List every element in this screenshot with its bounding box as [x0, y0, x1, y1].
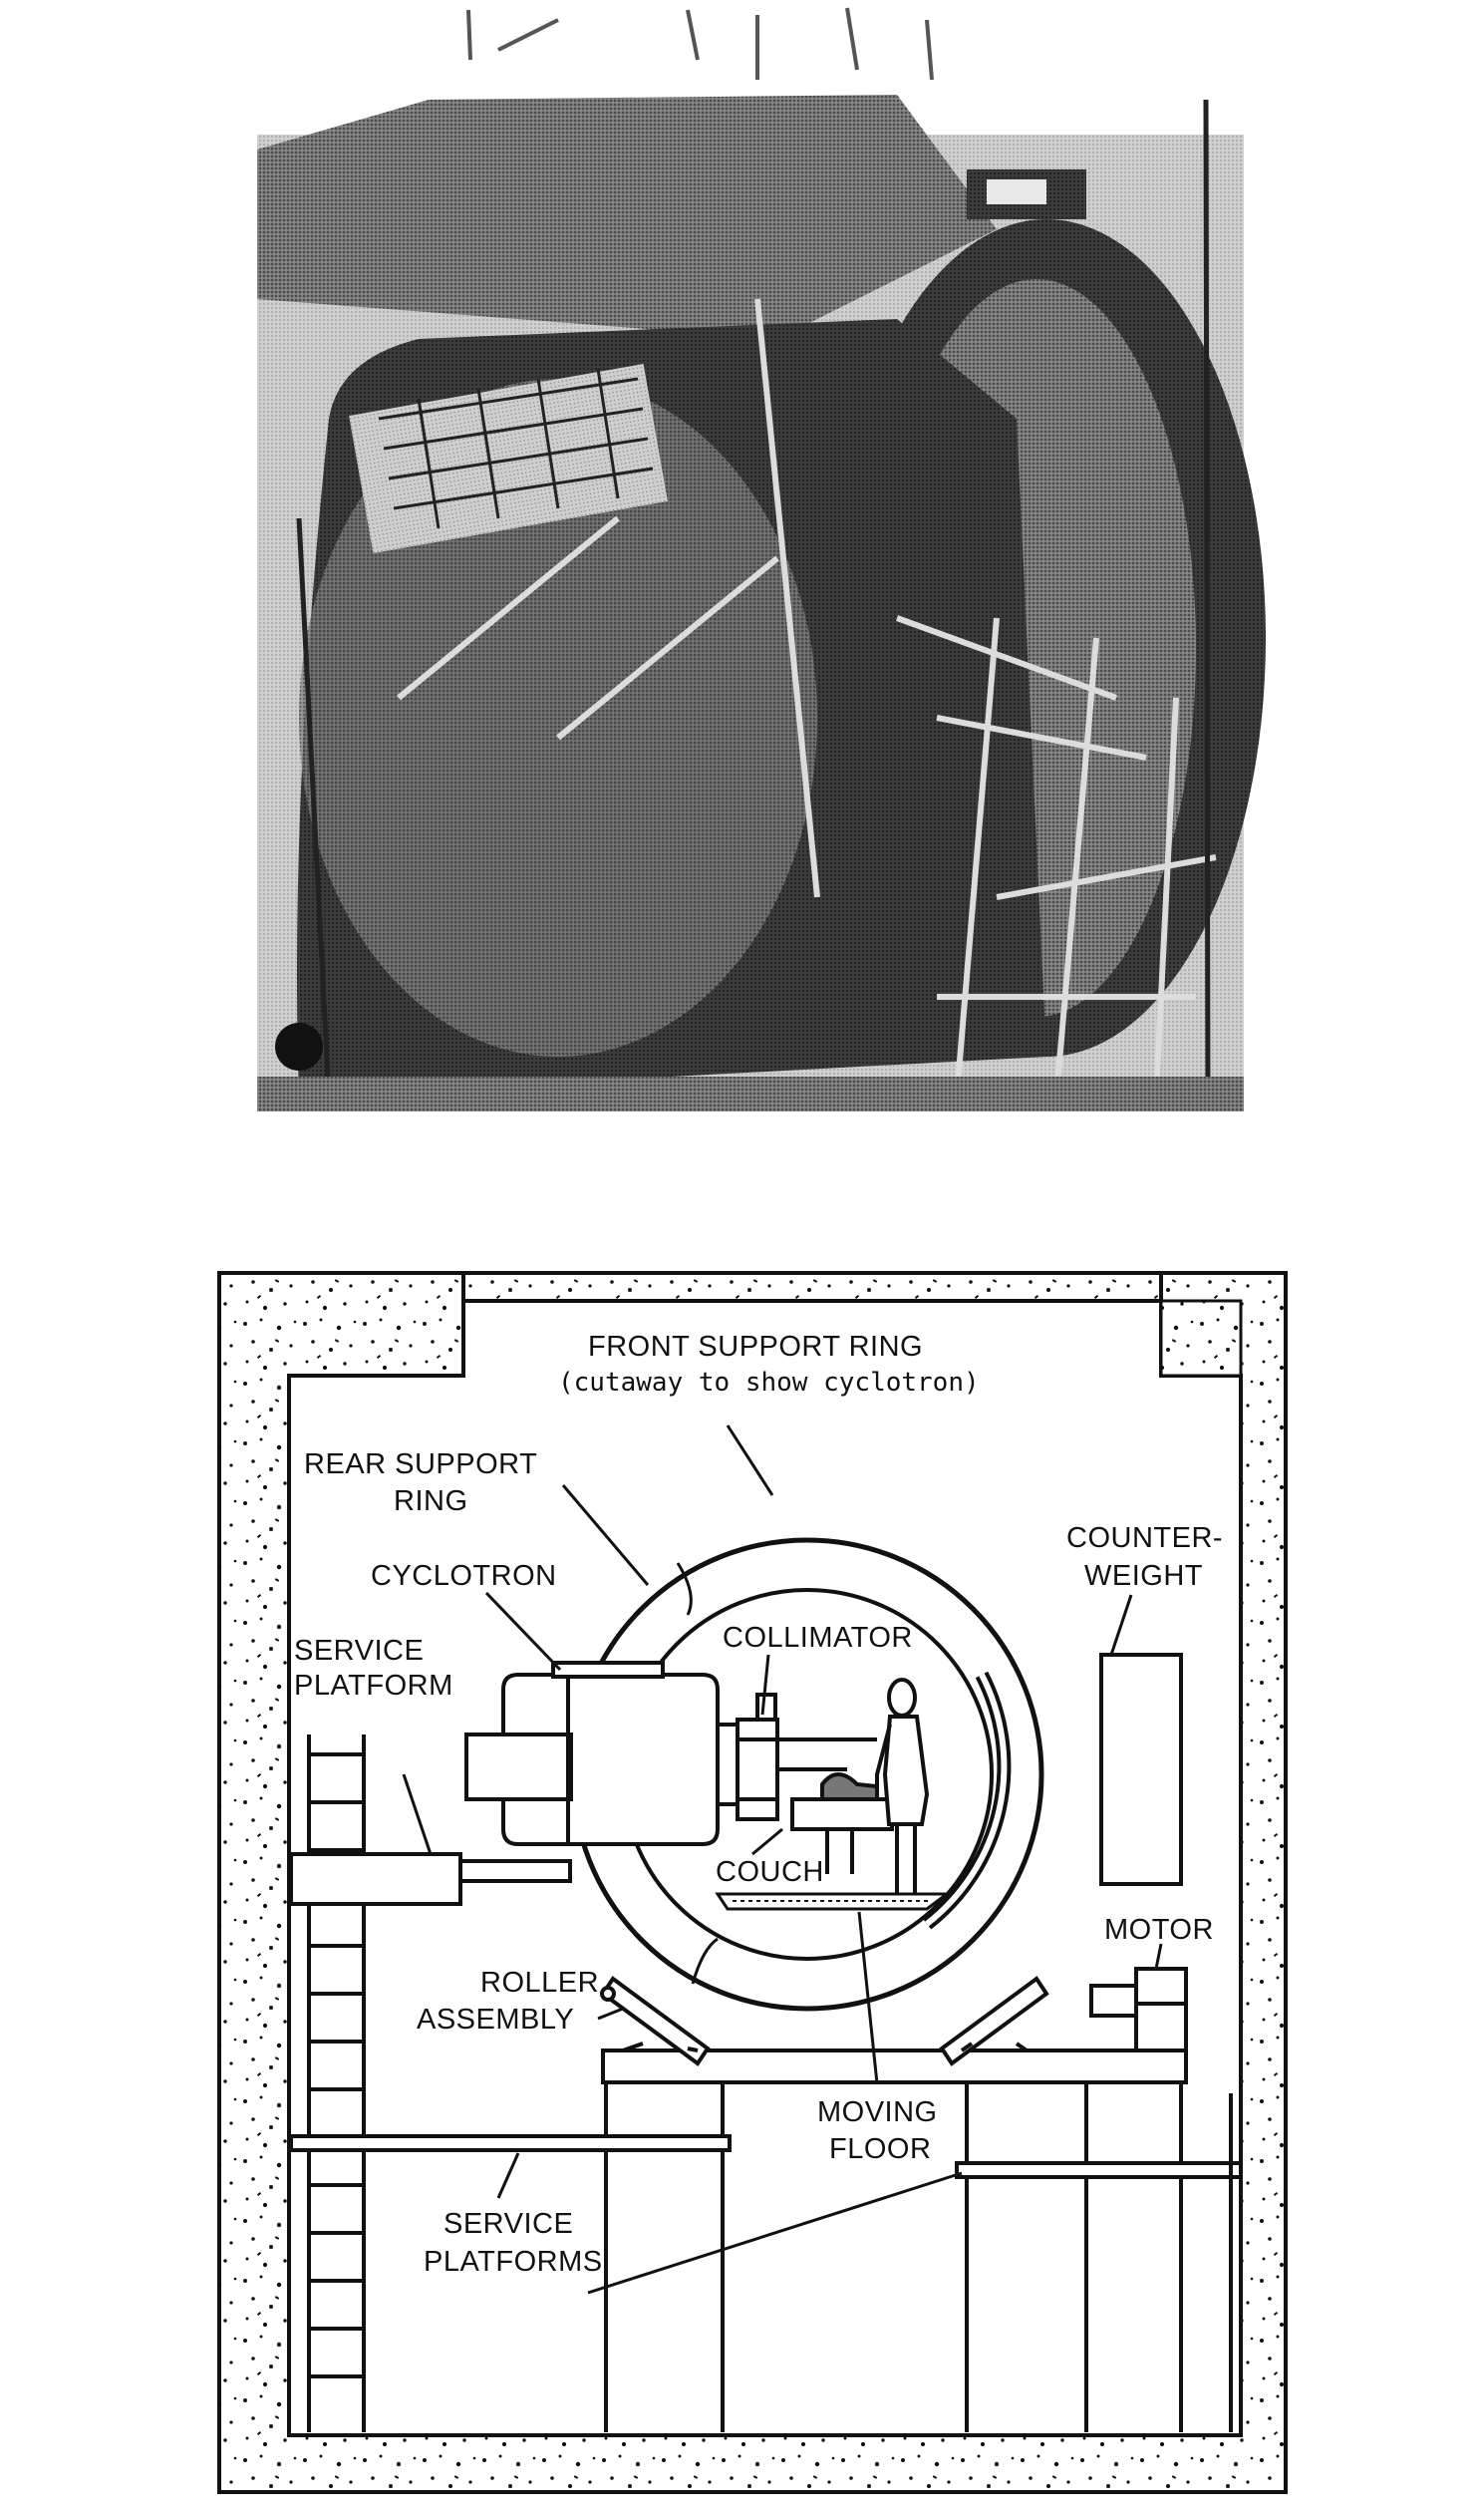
photo-struts: [397, 298, 1217, 1098]
label-motor: MOTOR: [1104, 1914, 1214, 1946]
photo-caster: [275, 1023, 323, 1071]
ceiling-recess: [461, 1273, 1163, 1301]
ceiling-recess-right: [1159, 1299, 1243, 1378]
label-front-support-ring-note: (cutaway to show cyclotron): [558, 1368, 980, 1398]
ring-cutaway-bottom: [691, 1937, 719, 1985]
counterweight: [1099, 1653, 1183, 1886]
label-service-platforms-line2: PLATFORMS: [424, 2246, 603, 2278]
motor: [1089, 1967, 1188, 2055]
ladder: [307, 1734, 366, 2432]
label-cyclotron: CYCLOTRON: [371, 1560, 557, 1592]
label-collimator: COLLIMATOR: [723, 1622, 913, 1654]
label-roller-assembly-line2: ASSEMBLY: [417, 2004, 574, 2036]
cyclotron: [464, 1661, 739, 1846]
photo-cyclotron-gantry: [257, 0, 1266, 1112]
label-rear-support-ring-line1: REAR SUPPORT: [304, 1448, 537, 1480]
collimator: [736, 1693, 877, 1821]
diagram-gantry-vault: FRONT SUPPORT RING (cutaway to show cycl…: [217, 1271, 1288, 2494]
photo-rack-grid: [378, 368, 654, 529]
roller-assembly-right: [939, 1976, 1049, 2066]
label-moving-floor-line1: MOVING: [817, 2096, 938, 2128]
upper-service-platform: [289, 1852, 462, 1906]
roller-assembly-left: [600, 1976, 711, 2066]
photo-overhead-panel: [257, 95, 997, 339]
label-service-platforms-line1: SERVICE: [443, 2208, 573, 2240]
platform-bracket: [458, 1859, 572, 1883]
photo-top-light: [429, 0, 1226, 100]
photo-floor: [257, 1077, 1244, 1111]
label-rear-support-ring-line2: RING: [394, 1485, 468, 1517]
label-counterweight-line1: COUNTER-: [1066, 1522, 1223, 1554]
photo-dark-struts: [296, 99, 1211, 1112]
label-couch: COUCH: [716, 1856, 824, 1888]
photo-box-window: [987, 179, 1046, 204]
leader-lines: [402, 1424, 1163, 2295]
photo-drum-face: [299, 379, 817, 1057]
operator-figure: [875, 1678, 930, 1894]
lower-service-platform-left: [289, 2134, 732, 2152]
right-wall-rails: [1229, 2093, 1243, 2432]
ring-cutaway-top: [676, 1562, 693, 1616]
inner-shield-arc-edge: [925, 1673, 1008, 1927]
label-front-support-ring: FRONT SUPPORT RING: [588, 1331, 923, 1363]
label-counterweight-line2: WEIGHT: [1084, 1560, 1203, 1592]
label-moving-floor-line2: FLOOR: [829, 2133, 931, 2165]
lower-service-platform-right: [955, 2161, 1243, 2179]
label-service-platform-line2: PLATFORM: [294, 1670, 453, 1702]
label-service-platform-line1: SERVICE: [294, 1635, 424, 1667]
couch: [790, 1772, 894, 1874]
label-roller-assembly-line1: ROLLER: [480, 1967, 599, 1999]
photo-ceiling-lines: [466, 7, 934, 81]
